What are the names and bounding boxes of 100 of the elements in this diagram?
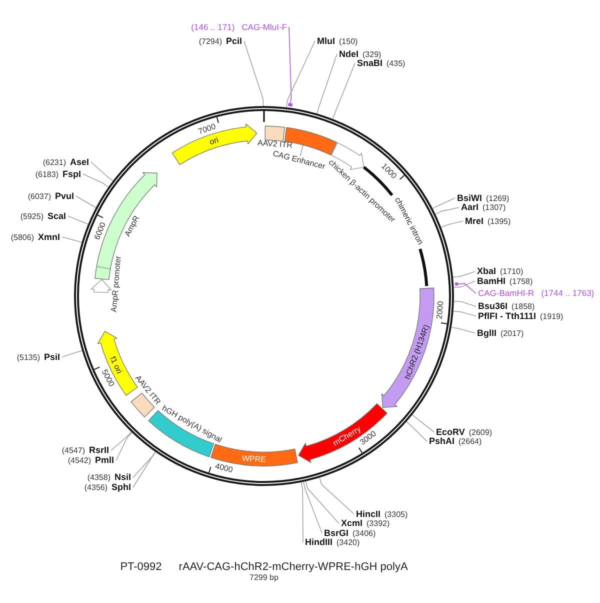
primer-name: CAG-BamHI-R bbox=[478, 289, 534, 298]
enzyme-name: PsiI bbox=[44, 352, 60, 362]
leader-line bbox=[244, 40, 264, 106]
primer-position: (1744 .. 1763) bbox=[541, 289, 594, 298]
enzyme-name: SnaBI bbox=[357, 58, 383, 68]
enzyme-name: PmlI bbox=[94, 456, 114, 465]
site-position: (3305) bbox=[384, 510, 408, 518]
leader-line bbox=[458, 283, 476, 294]
enzyme-name: BsrGI bbox=[324, 528, 349, 538]
feature-label: ori bbox=[208, 135, 220, 147]
scale-label: 7000 bbox=[196, 122, 217, 136]
enzyme-name: MreI bbox=[465, 216, 484, 226]
leader-line bbox=[82, 174, 109, 188]
leader-line bbox=[432, 198, 456, 209]
enzyme-name: Bsu36I bbox=[478, 302, 508, 311]
site-position: (150) bbox=[339, 36, 358, 46]
site-position: (7294) bbox=[198, 36, 222, 46]
leader-line bbox=[453, 280, 476, 288]
enzyme-name: AseI bbox=[70, 158, 89, 166]
leader-line bbox=[319, 477, 354, 514]
enzyme-name: SphI bbox=[112, 483, 131, 492]
enzyme-name: XcmI bbox=[341, 519, 363, 528]
primer-site-mark bbox=[288, 103, 293, 107]
site-position: (1307) bbox=[482, 203, 506, 212]
site-position: (435) bbox=[386, 58, 406, 68]
enzyme-name: FspI bbox=[62, 170, 81, 178]
leader-line bbox=[116, 432, 132, 461]
promoter-feature bbox=[90, 279, 112, 293]
leader-line bbox=[132, 451, 156, 478]
scale-label: 4000 bbox=[214, 462, 234, 474]
enzyme-name: BsiWI bbox=[457, 194, 482, 202]
site-position: (2017) bbox=[500, 328, 524, 338]
leader-line bbox=[440, 220, 464, 228]
site-position: (2609) bbox=[468, 428, 492, 436]
leader-line bbox=[316, 54, 338, 114]
primer-site-mark bbox=[455, 282, 458, 286]
primer-position: (146 .. 171) bbox=[191, 22, 235, 32]
site-position: (2664) bbox=[458, 437, 482, 446]
leader-line bbox=[435, 207, 460, 215]
site-position: (1395) bbox=[488, 216, 511, 226]
site-position: (6183) bbox=[35, 170, 58, 178]
enzyme-name: AarI bbox=[461, 203, 479, 212]
site-position: (6231) bbox=[42, 158, 66, 166]
site-position: (5925) bbox=[20, 212, 44, 220]
enzyme-name: PciI bbox=[226, 36, 242, 46]
scale-label: 2000 bbox=[434, 300, 446, 319]
leader-line bbox=[76, 196, 96, 208]
plasmid-size: 7299 bp bbox=[250, 573, 278, 582]
enzyme-name: BglII bbox=[477, 328, 496, 338]
leader-line bbox=[286, 40, 316, 108]
site-position: (1858) bbox=[512, 302, 535, 311]
leader-line bbox=[412, 414, 434, 432]
enzyme-name: XmnI bbox=[38, 232, 60, 242]
leader-line bbox=[62, 236, 82, 243]
feature-label: AmpR promoter bbox=[110, 256, 124, 313]
leader-line bbox=[132, 452, 156, 488]
site-position: (1758) bbox=[510, 276, 533, 286]
enzyme-name: PshAI bbox=[429, 437, 455, 446]
site-position: (3420) bbox=[336, 538, 360, 547]
site-position: (4356) bbox=[84, 483, 108, 492]
leader-line bbox=[406, 421, 428, 442]
leader-line bbox=[300, 144, 304, 156]
feature-label: CAG Enhancer bbox=[272, 149, 326, 172]
site-position: (5806) bbox=[10, 232, 34, 242]
enzyme-name: BamHI bbox=[477, 276, 506, 286]
enzyme-name: NsiI bbox=[114, 473, 131, 482]
leader-line bbox=[300, 482, 304, 543]
enzyme-name: EcoRV bbox=[436, 428, 465, 436]
site-position: (1710) bbox=[500, 267, 524, 276]
site-position: (4542) bbox=[68, 456, 91, 465]
enzyme-name: RsrII bbox=[88, 446, 109, 455]
leader-line bbox=[288, 26, 292, 104]
primer-name: CAG-MluI-F bbox=[242, 22, 287, 32]
leader-line bbox=[305, 480, 340, 524]
site-position: (6037) bbox=[28, 192, 51, 200]
feature-label: WPRE bbox=[242, 454, 267, 464]
site-position: (4358) bbox=[87, 473, 110, 482]
site-position: (3406) bbox=[352, 528, 376, 538]
leader-line bbox=[110, 432, 132, 451]
enzyme-name: NdeI bbox=[339, 50, 359, 58]
enzyme-name: MluI bbox=[317, 36, 335, 46]
leader-line bbox=[303, 481, 322, 534]
plasmid-title: rAAV-CAG-hChR2-mCherry-WPRE-hGH polyA bbox=[178, 561, 408, 573]
site-position: (3392) bbox=[366, 519, 390, 528]
leader-line bbox=[62, 350, 82, 358]
leader-line bbox=[453, 310, 476, 316]
site-position: (1269) bbox=[486, 194, 510, 202]
feature-block bbox=[264, 126, 286, 142]
scale-label: 6000 bbox=[92, 220, 108, 241]
enzyme-name: XbaI bbox=[477, 267, 496, 276]
site-position: (4547) bbox=[62, 446, 85, 455]
enzyme-name: HindIII bbox=[305, 538, 332, 547]
site-position: (329) bbox=[362, 50, 382, 58]
enzyme-name: PvuI bbox=[54, 192, 74, 200]
enzyme-name: ScaI bbox=[47, 212, 66, 220]
enzyme-name: HincII bbox=[356, 510, 381, 518]
catalog-number: PT-0992 bbox=[120, 561, 162, 573]
leader-line bbox=[452, 271, 476, 278]
leader-line bbox=[68, 216, 88, 225]
site-position: (5135) bbox=[16, 352, 40, 362]
